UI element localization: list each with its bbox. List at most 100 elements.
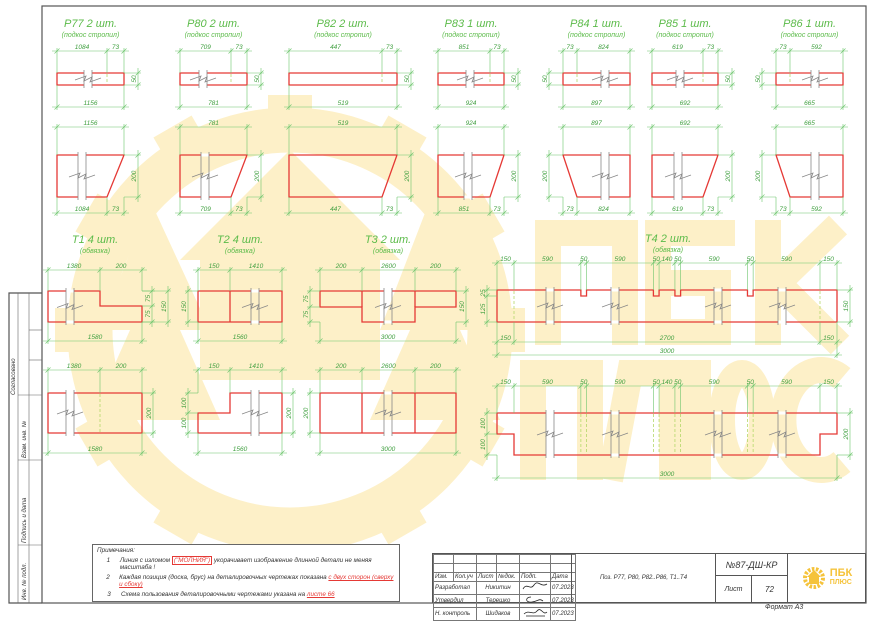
dimension-tick bbox=[715, 210, 721, 216]
dimension-label: 200 bbox=[115, 263, 127, 270]
break-gap bbox=[66, 431, 74, 435]
dimension-label: 924 bbox=[466, 100, 477, 107]
dimension-tick bbox=[244, 124, 250, 130]
approved-label: Согласовано bbox=[11, 358, 17, 395]
dimension-label: 590 bbox=[709, 379, 720, 386]
part-title: Р85 1 шт. bbox=[658, 18, 711, 30]
break-gap bbox=[674, 195, 682, 199]
table-row: Н. контроль Шидаков 07.2023 bbox=[433, 607, 576, 621]
dimension-tick bbox=[228, 48, 234, 54]
break-gap bbox=[66, 391, 74, 395]
dimension-tick bbox=[834, 383, 840, 389]
dimension-tick bbox=[627, 104, 633, 110]
note-link[interactable]: с двух сторон (сверху и сбоку) bbox=[119, 574, 394, 588]
dimension-label: 1560 bbox=[233, 446, 248, 453]
signature-cell bbox=[519, 607, 551, 621]
dimension-tick bbox=[149, 303, 155, 309]
rafter-profile bbox=[651, 154, 719, 198]
dimension-tick bbox=[290, 390, 296, 396]
dimension-label: 3000 bbox=[381, 446, 396, 453]
logo-gear-icon bbox=[802, 567, 825, 589]
dimension-tick bbox=[135, 194, 141, 200]
dimension-tick bbox=[501, 124, 507, 130]
break-zigzag-icon bbox=[241, 302, 269, 311]
dimension-label: 50 bbox=[653, 379, 661, 386]
dimension-tick bbox=[515, 70, 521, 76]
dimension-tick bbox=[139, 267, 145, 273]
dimension-tick bbox=[494, 475, 500, 481]
break-gap bbox=[611, 453, 619, 457]
watermark-lettering-line1-icon bbox=[535, 215, 850, 355]
dimension-tick bbox=[177, 104, 183, 110]
break-gap bbox=[546, 411, 554, 415]
watermark-letter-icon bbox=[597, 360, 685, 483]
rafter-plan bbox=[775, 72, 844, 86]
dimension-label: 200 bbox=[755, 170, 762, 182]
dimension-label: 73 bbox=[779, 44, 787, 51]
break-gap bbox=[714, 411, 722, 415]
dimension-tick bbox=[121, 48, 127, 54]
dimension-tick bbox=[649, 48, 655, 54]
dimension-tick bbox=[453, 267, 459, 273]
dimension-label: 1410 bbox=[249, 363, 264, 370]
note-highlight: ("МОЛНИЯ") bbox=[171, 556, 213, 565]
dimension-tick bbox=[656, 260, 662, 266]
part-title: Т1 4 шт. bbox=[72, 234, 118, 246]
dimension-tick bbox=[759, 82, 765, 88]
break-gap bbox=[778, 453, 786, 457]
dimension-tick bbox=[135, 82, 141, 88]
dimension-label: 897 bbox=[591, 100, 602, 107]
title-block: Изм. Кол.уч Лист №док. Подп. Дата Разраб… bbox=[432, 553, 866, 621]
dimension-label: 1380 bbox=[67, 363, 82, 370]
note-link[interactable]: листе 66 bbox=[306, 591, 335, 598]
dimension-label: 150 bbox=[823, 335, 834, 342]
break-gap bbox=[78, 195, 86, 199]
dimension-label: 75 bbox=[145, 310, 152, 318]
dimension-tick bbox=[195, 450, 201, 456]
break-gap bbox=[464, 195, 472, 199]
dimension-tick bbox=[286, 210, 292, 216]
dimension-tick bbox=[54, 48, 60, 54]
break-gap bbox=[199, 83, 207, 87]
break-zigzag-icon bbox=[768, 302, 796, 310]
dimension-tick bbox=[195, 338, 201, 344]
name-cell: Шидаков bbox=[476, 607, 520, 621]
dimension-label: 50 bbox=[674, 379, 682, 386]
break-gap bbox=[601, 153, 609, 157]
dimension-tick bbox=[773, 104, 779, 110]
dimension-tick bbox=[840, 104, 846, 110]
dimension-tick bbox=[317, 338, 323, 344]
break-gap bbox=[676, 71, 684, 75]
dimension-label: 824 bbox=[598, 206, 609, 213]
break-gap bbox=[466, 71, 474, 75]
dimension-label: 25 bbox=[480, 289, 487, 298]
t3-view1 bbox=[319, 290, 457, 323]
dimension-label: 200 bbox=[843, 428, 850, 440]
dimension-tick bbox=[379, 210, 385, 216]
dimension-label: 50 bbox=[674, 256, 682, 263]
dimension-tick bbox=[583, 383, 590, 389]
dimension-tick bbox=[258, 82, 264, 88]
dimension-tick bbox=[150, 390, 156, 396]
rafter-profile bbox=[56, 154, 125, 198]
dimension-tick bbox=[501, 48, 507, 54]
dimension-tick bbox=[817, 260, 823, 266]
break-gap bbox=[674, 153, 682, 157]
dimension-tick bbox=[286, 104, 292, 110]
dimension-label: 50 bbox=[747, 379, 755, 386]
dimension-tick bbox=[773, 48, 779, 54]
dimension-tick bbox=[394, 124, 400, 130]
table-row: Утвердил Терешко 07.2023 bbox=[433, 594, 576, 608]
part-title: Р83 1 шт. bbox=[444, 18, 497, 30]
break-gap bbox=[78, 153, 86, 157]
dimension-tick bbox=[228, 210, 234, 216]
part-title: Р86 1 шт. bbox=[783, 18, 836, 30]
logo-text-line2: ПЛЮС bbox=[829, 579, 852, 586]
dimension-label: 100 bbox=[480, 418, 487, 429]
dimension-tick bbox=[560, 48, 566, 54]
dimension-tick bbox=[435, 210, 441, 216]
dimension-label: 73 bbox=[493, 44, 501, 51]
dimension-label: 50 bbox=[725, 75, 732, 83]
dimension-tick bbox=[759, 194, 765, 200]
